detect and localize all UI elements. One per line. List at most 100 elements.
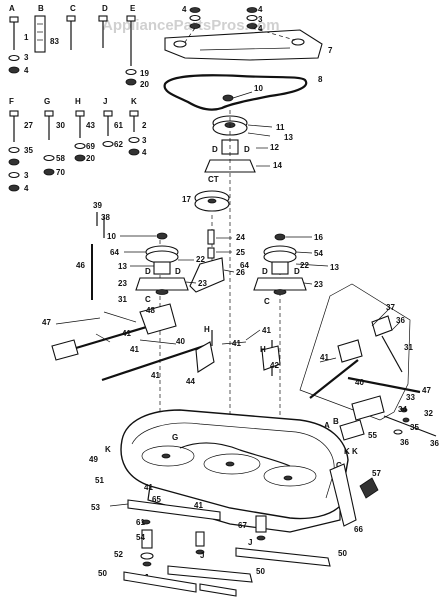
center-lower-spindle <box>195 531 205 555</box>
blade-left-2 <box>199 583 237 597</box>
callout-h69: 69 <box>86 142 95 151</box>
hardware-k-bolt-icon <box>128 110 140 156</box>
hardware-h-bolt-icon <box>74 110 86 162</box>
callout-50-center: 50 <box>256 567 265 576</box>
letter-k-right: K <box>344 447 350 456</box>
callout-64-right: 64 <box>240 261 249 270</box>
callout-a3: 3 <box>24 53 29 62</box>
callout-22-right: 22 <box>300 261 309 270</box>
mower-deck-housing <box>120 409 349 533</box>
letter-k-left: K <box>105 445 111 454</box>
callout-47-left: 47 <box>42 318 51 327</box>
callout-25: 25 <box>236 248 245 257</box>
callout-top-4: 4 <box>182 5 187 14</box>
letter-ct: CT <box>208 175 219 184</box>
callout-a4: 4 <box>24 66 29 75</box>
hardware-c-pin-icon <box>66 15 76 50</box>
callout-h43: 43 <box>86 121 95 130</box>
top-bracket-plate <box>164 7 323 61</box>
letter-h-right: H <box>260 345 266 354</box>
callout-55: 55 <box>368 431 377 440</box>
right-side-plate <box>329 463 357 527</box>
idler-pulley <box>222 91 253 102</box>
callout-52: 52 <box>114 550 123 559</box>
callout-31-left: 31 <box>118 295 127 304</box>
hardware-letter-f: F <box>9 97 14 106</box>
letter-d-spindle: D <box>212 145 218 154</box>
callout-54-right: 54 <box>314 249 323 258</box>
letter-d2-right: D <box>294 267 300 276</box>
callout-11: 11 <box>276 123 285 132</box>
callout-e19: 19 <box>140 69 149 78</box>
callout-f4: 4 <box>24 184 29 193</box>
callout-top-4b: 4 <box>258 5 263 14</box>
callout-40-left: 40 <box>176 337 185 346</box>
drive-belt <box>163 74 308 111</box>
hardware-letter-d: D <box>102 4 108 13</box>
callout-50-left: 50 <box>98 569 107 578</box>
letter-d-right: D <box>262 267 268 276</box>
callout-14: 14 <box>273 161 282 170</box>
right-lower-spindle <box>255 515 267 541</box>
blade-left <box>123 571 197 593</box>
callout-40-right: 40 <box>355 378 364 387</box>
callout-44: 44 <box>186 377 195 386</box>
hardware-b-tag-icon <box>34 15 46 53</box>
callout-41-right: 41 <box>320 353 329 362</box>
hardware-d-pin-icon <box>98 15 108 48</box>
callout-g70: 70 <box>56 168 65 177</box>
blade-center <box>167 565 253 583</box>
right-spindle-assembly <box>253 233 329 295</box>
callout-37: 37 <box>386 303 395 312</box>
letter-b-right: B <box>333 417 339 426</box>
letter-c-right: C <box>264 297 270 306</box>
center-lower-pulley <box>194 190 230 212</box>
callout-67: 67 <box>238 521 247 530</box>
callout-32: 32 <box>424 409 433 418</box>
callout-8: 8 <box>318 75 323 84</box>
right-side-hardware <box>383 407 437 437</box>
callout-53: 53 <box>91 503 100 512</box>
callout-23-left-b: 23 <box>118 279 127 288</box>
callout-j62: 62 <box>114 140 123 149</box>
callout-h20: 20 <box>86 154 95 163</box>
letter-h-center: H <box>204 325 210 334</box>
callout-47-right: 47 <box>422 386 431 395</box>
callout-54-bottom: 54 <box>136 533 145 542</box>
callout-g58: 58 <box>56 154 65 163</box>
hardware-f-bolt-icon <box>8 110 20 192</box>
callout-41-bottom-b: 41 <box>194 501 203 510</box>
letter-j-center: J <box>200 551 204 560</box>
hardware-j-bolt-icon <box>102 110 114 148</box>
callout-41-left-c: 41 <box>151 371 160 380</box>
callout-23-right: 23 <box>314 280 323 289</box>
hardware-letter-g: G <box>44 97 50 106</box>
callout-36-top: 36 <box>396 316 405 325</box>
hardware-letter-a: A <box>9 4 15 13</box>
callout-41-left-a: 41 <box>122 329 131 338</box>
callout-41-center-a: 41 <box>232 339 241 348</box>
right-hanger-arm <box>309 307 421 421</box>
callout-17: 17 <box>182 195 191 204</box>
callout-66: 66 <box>354 525 363 534</box>
callout-41-bottom: 41 <box>144 483 153 492</box>
callout-13-right: 13 <box>330 263 339 272</box>
callout-k2: 2 <box>142 121 147 130</box>
callout-42: 42 <box>270 361 279 370</box>
callout-31-right: 31 <box>404 343 413 352</box>
letter-c-deck: C <box>336 461 342 470</box>
callout-10-left: 10 <box>107 232 116 241</box>
callout-f35: 35 <box>24 146 33 155</box>
hardware-key: A B C D E 1 3 4 83 <box>8 4 149 193</box>
callout-22-left: 22 <box>196 255 205 264</box>
callout-65: 65 <box>152 495 161 504</box>
callout-51: 51 <box>95 476 104 485</box>
callout-48: 48 <box>146 306 155 315</box>
hardware-letter-k: K <box>131 97 137 106</box>
letter-a-right: A <box>324 421 330 430</box>
hardware-letter-j: J <box>103 97 107 106</box>
callout-f27: 27 <box>24 121 33 130</box>
hardware-e-bolt-icon <box>125 15 137 86</box>
